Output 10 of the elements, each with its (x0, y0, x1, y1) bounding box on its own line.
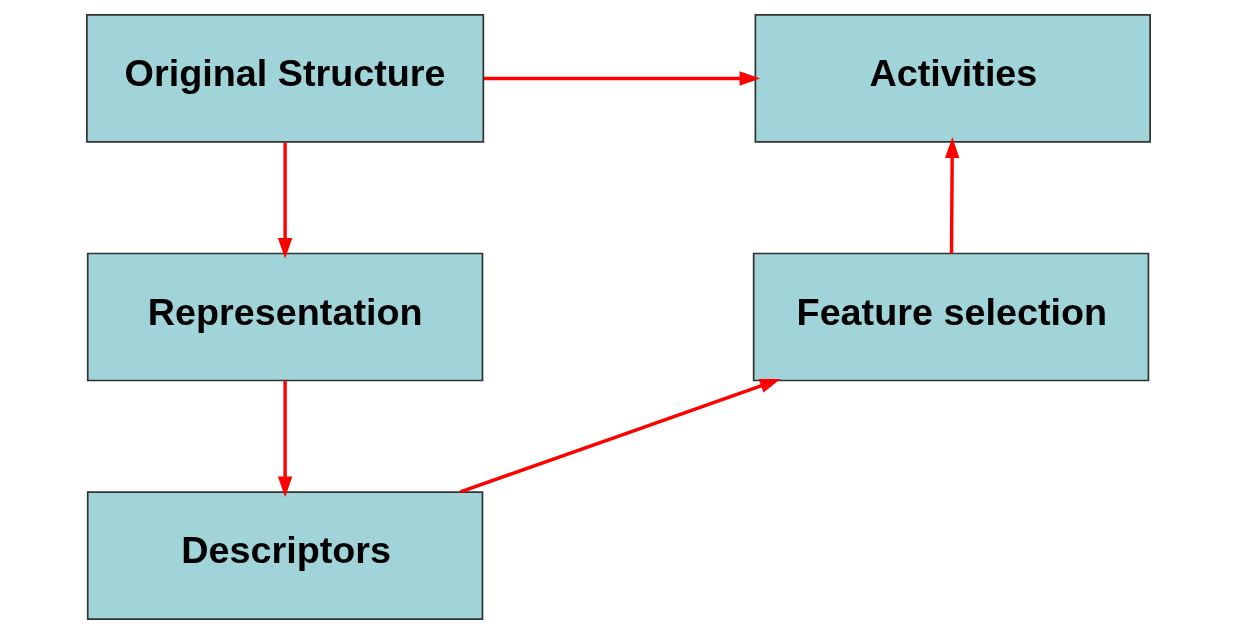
arrow (277, 142, 293, 259)
arrow (944, 137, 960, 254)
arrow (459, 378, 781, 494)
node-box: Descriptors (86, 491, 484, 620)
node-box: Original Structure (86, 14, 485, 143)
arrow (483, 71, 761, 86)
arrow (277, 381, 293, 498)
node-box: Representation (86, 252, 484, 382)
node-box: Feature selection (752, 252, 1150, 382)
node-box: Activities (754, 14, 1151, 143)
